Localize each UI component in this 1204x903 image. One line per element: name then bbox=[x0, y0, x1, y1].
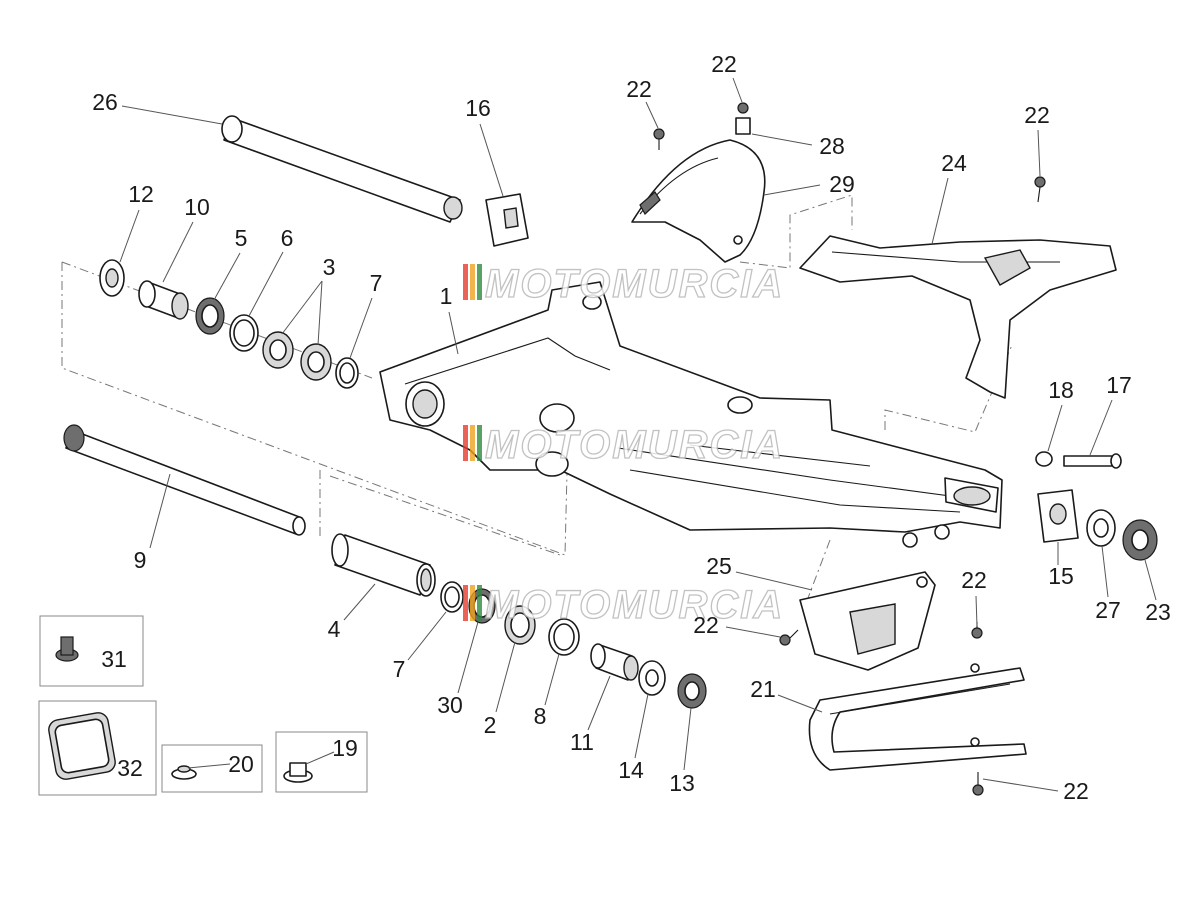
inset-box-20 bbox=[161, 744, 263, 793]
part-25-cover bbox=[799, 571, 936, 671]
watermark-stripe bbox=[477, 585, 482, 621]
watermark-2: MOTOMURCIA bbox=[463, 422, 784, 468]
label-part-25: 25 bbox=[706, 553, 732, 579]
part-29-fender bbox=[631, 139, 766, 263]
leader-lines bbox=[119, 77, 1157, 792]
part-8-ring bbox=[548, 618, 580, 656]
label-part-5: 5 bbox=[235, 225, 248, 251]
watermark-text: MOTOMURCIA bbox=[485, 262, 784, 306]
label-part-22-b: 22 bbox=[711, 51, 737, 77]
label-part-23: 23 bbox=[1145, 599, 1171, 625]
label-part-12: 12 bbox=[128, 181, 154, 207]
part-22-screw-fender-nut bbox=[737, 102, 749, 114]
part-22-screw-slider bbox=[971, 622, 983, 639]
label-part-2: 2 bbox=[484, 712, 497, 738]
part-1-swingarm bbox=[379, 281, 1003, 548]
watermark-1: MOTOMURCIA bbox=[463, 261, 784, 307]
part-5-seal bbox=[195, 297, 225, 335]
part-4-spacer bbox=[331, 533, 436, 597]
label-part-27: 27 bbox=[1095, 597, 1121, 623]
part-13-nut bbox=[677, 673, 707, 709]
watermark-text: MOTOMURCIA bbox=[485, 583, 784, 627]
part-22-screw-guard bbox=[1034, 176, 1046, 203]
watermark-text: MOTOMURCIA bbox=[485, 423, 784, 467]
label-part-31: 31 bbox=[101, 646, 127, 672]
label-part-19: 19 bbox=[332, 735, 358, 761]
label-part-20: 20 bbox=[228, 751, 254, 777]
watermark-stripe bbox=[470, 264, 475, 300]
part-7-ring-lower bbox=[440, 581, 464, 613]
part-15-block bbox=[1037, 489, 1079, 543]
part-14-washer bbox=[638, 660, 666, 696]
label-part-4: 4 bbox=[328, 616, 341, 642]
label-part-26: 26 bbox=[92, 89, 118, 115]
watermark-stripe bbox=[470, 425, 475, 461]
part-10-bushing bbox=[138, 280, 189, 320]
inset-box-19 bbox=[275, 731, 368, 793]
watermark-stripe bbox=[463, 425, 468, 461]
label-part-22-e: 22 bbox=[961, 567, 987, 593]
label-part-18: 18 bbox=[1048, 377, 1074, 403]
label-part-16: 16 bbox=[465, 95, 491, 121]
label-part-14: 14 bbox=[618, 757, 644, 783]
label-part-22-c: 22 bbox=[1024, 102, 1050, 128]
label-part-21: 21 bbox=[750, 676, 776, 702]
label-part-9: 9 bbox=[134, 547, 147, 573]
part-2-bearing bbox=[504, 605, 536, 645]
label-part-22-f: 22 bbox=[1063, 778, 1089, 804]
part-3-bearings bbox=[262, 331, 332, 381]
part-6-ring bbox=[229, 314, 259, 352]
part-labels: 26 16 12 10 5 6 3 7 1 9 4 7 30 2 8 11 14… bbox=[92, 51, 1171, 804]
part-22-screw-fender bbox=[653, 128, 665, 150]
label-part-7-lower: 7 bbox=[393, 656, 406, 682]
label-part-22-d: 22 bbox=[693, 612, 719, 638]
watermark-stripe bbox=[477, 425, 482, 461]
label-part-24: 24 bbox=[941, 150, 967, 176]
inset-box-32 bbox=[38, 700, 157, 796]
label-part-22-a: 22 bbox=[626, 76, 652, 102]
watermark-stripe bbox=[477, 264, 482, 300]
part-27-washer bbox=[1086, 509, 1116, 547]
label-part-1: 1 bbox=[440, 283, 453, 309]
watermark-stripe bbox=[463, 585, 468, 621]
label-part-10: 10 bbox=[184, 194, 210, 220]
label-part-29: 29 bbox=[829, 171, 855, 197]
label-part-8: 8 bbox=[534, 703, 547, 729]
label-part-30: 30 bbox=[437, 692, 463, 718]
label-part-17: 17 bbox=[1106, 372, 1132, 398]
part-17-bolt bbox=[1063, 453, 1122, 469]
part-11-bushing bbox=[590, 643, 639, 681]
label-part-28: 28 bbox=[819, 133, 845, 159]
part-22-screw-cover bbox=[779, 629, 799, 646]
watermark-3: MOTOMURCIA bbox=[463, 582, 784, 628]
part-18-nut bbox=[1035, 451, 1053, 467]
part-22-screw-bottom bbox=[972, 772, 984, 796]
label-part-11: 11 bbox=[570, 729, 594, 755]
part-23-nut bbox=[1122, 519, 1158, 561]
part-28-clip bbox=[735, 117, 751, 135]
watermark-stripe bbox=[463, 264, 468, 300]
label-part-6: 6 bbox=[281, 225, 294, 251]
label-part-15: 15 bbox=[1048, 563, 1074, 589]
part-12-nut bbox=[99, 259, 125, 297]
part-9-pin bbox=[63, 424, 306, 536]
part-26-pin bbox=[221, 115, 463, 223]
label-part-3: 3 bbox=[323, 254, 336, 280]
part-7-ring-upper bbox=[335, 357, 359, 389]
inset-box-31 bbox=[39, 615, 144, 687]
part-16-block bbox=[485, 193, 529, 247]
watermark-stripe bbox=[470, 585, 475, 621]
label-part-7-upper: 7 bbox=[370, 270, 383, 296]
label-part-32: 32 bbox=[117, 755, 143, 781]
label-part-13: 13 bbox=[669, 770, 695, 796]
part-24-chain-guard bbox=[799, 235, 1117, 399]
part-21-chain-slider bbox=[808, 663, 1027, 771]
